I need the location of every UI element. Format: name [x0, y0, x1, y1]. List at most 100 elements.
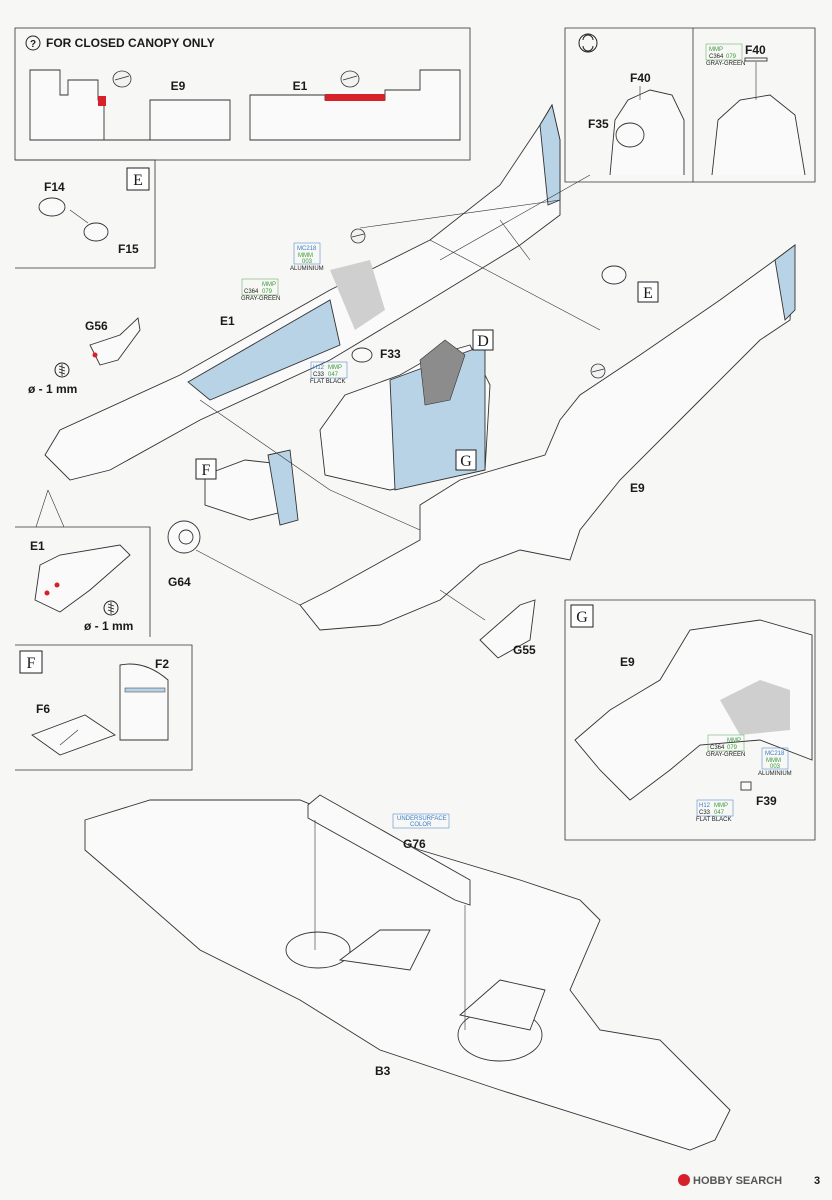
closed-canopy-frame	[14, 27, 471, 161]
svg-text:GRAY-GREEN: GRAY-GREEN	[706, 752, 745, 758]
wing-assembly: B3 G76 UNDERSURFACE COLOR	[84, 794, 731, 1151]
f15-part	[83, 222, 109, 242]
detail-e-f15-label: F15	[118, 242, 139, 256]
svg-text:GRAY-GREEN: GRAY-GREEN	[241, 296, 280, 302]
detail-g-tag-box	[570, 604, 594, 628]
e9-tail-fin	[774, 244, 796, 321]
f40-part	[744, 57, 768, 62]
detail-f-tag: F	[27, 655, 36, 672]
g56-part	[89, 317, 141, 366]
svg-text:FLAT BLACK: FLAT BLACK	[310, 379, 345, 385]
callout-d-box	[472, 329, 494, 351]
rotate-paint-graygreen: MMP C364 079 GRAY-GREEN	[705, 43, 745, 67]
detail-e-tag-box	[126, 167, 150, 191]
drill-icon	[103, 600, 119, 616]
f2-part	[119, 663, 169, 741]
main-g55-label: G55	[513, 643, 536, 657]
wing-g76-label: G76	[403, 837, 426, 851]
main-e1-label: E1	[220, 314, 235, 328]
detail-e-f14-label: F14	[44, 180, 65, 194]
file-icon	[590, 363, 606, 379]
wing-b3-label: B3	[375, 1064, 391, 1078]
callout-g: G	[460, 453, 472, 470]
svg-text:MMP: MMP	[709, 47, 723, 53]
main-e9-label: E9	[630, 481, 645, 495]
svg-text:H12: H12	[313, 365, 325, 371]
svg-text:H12: H12	[699, 803, 711, 809]
svg-text:GRAY-GREEN: GRAY-GREEN	[706, 61, 745, 67]
main-g64-label: G64	[168, 575, 191, 589]
closed-canopy-e9-label: E9	[171, 79, 186, 93]
svg-text:MC218: MC218	[297, 246, 317, 252]
svg-text:C364: C364	[244, 289, 259, 295]
detail-g-e9-label: E9	[620, 655, 635, 669]
main-paint-aluminium: MC218 MMM 003 ALUMINIUM	[290, 242, 324, 272]
b3-wheel-well-left	[285, 931, 351, 969]
file-icon	[112, 70, 132, 88]
wing-paint-underside: UNDERSURFACE COLOR	[392, 813, 450, 829]
main-drill-label: ø - 1 mm	[28, 382, 77, 396]
svg-text:UNDERSURFACE: UNDERSURFACE	[397, 816, 447, 822]
seat-shape	[419, 339, 466, 406]
svg-text:079: 079	[727, 745, 738, 751]
svg-text:003: 003	[770, 764, 781, 770]
detail-g-panel: G E9 F39 MMP C364 079 GRAY-GREEN MC218 M…	[564, 599, 816, 841]
svg-text:MMP: MMP	[262, 282, 276, 288]
detail-g-tag: G	[576, 609, 588, 626]
g-shadow	[720, 680, 790, 735]
detail-e1-drill-label: ø - 1 mm	[84, 619, 133, 633]
e9-red-mark	[98, 96, 106, 106]
file-icon	[350, 228, 366, 244]
e1-drill-point-1	[54, 582, 60, 588]
f14-part	[38, 197, 66, 217]
f2-strip	[124, 687, 166, 693]
svg-text:ALUMINIUM: ALUMINIUM	[758, 771, 792, 777]
svg-text:079: 079	[262, 289, 273, 295]
svg-text:C364: C364	[709, 54, 724, 60]
callout-f: F	[202, 462, 211, 479]
seat-sketch-left	[609, 89, 685, 176]
svg-text:C33: C33	[699, 810, 711, 816]
detail-f-f2-label: F2	[155, 657, 169, 671]
e1-nose-detail	[34, 544, 131, 613]
detail-f-f6-label: F6	[36, 702, 50, 716]
b3-radiator-left	[338, 929, 431, 971]
callout-e-box	[637, 281, 659, 303]
detail-e-tag: E	[133, 172, 143, 189]
svg-text:MMP: MMP	[328, 365, 342, 371]
svg-text:ALUMINIUM: ALUMINIUM	[290, 266, 324, 272]
rotate-f40-label-left: F40	[630, 71, 651, 85]
file-icon	[340, 70, 360, 88]
detail-e-frame	[15, 159, 156, 269]
svg-text:MMM: MMM	[766, 758, 781, 764]
e1-drill-point-2	[44, 590, 50, 596]
g-paint-graygreen: MMP C364 079 GRAY-GREEN	[706, 734, 745, 758]
detail-e1-frame	[15, 526, 151, 637]
rotate-icon	[578, 33, 598, 53]
e1-red-mark	[325, 94, 385, 101]
drill-icon	[54, 362, 70, 378]
detail-g-frame	[564, 599, 816, 841]
b3-lower-wing	[84, 799, 731, 1151]
footer: HOBBY SEARCH 3	[678, 1174, 820, 1187]
f-bulkhead-upright	[267, 449, 299, 526]
detail-f-frame	[15, 644, 193, 771]
svg-text:MMP: MMP	[727, 738, 741, 744]
callout-e: E	[643, 285, 653, 302]
f39-part	[740, 781, 752, 791]
e1-cockpit-sill	[249, 69, 461, 141]
svg-text:MMM: MMM	[298, 253, 313, 259]
callout-f-box	[195, 458, 217, 480]
callout-d: D	[477, 333, 489, 350]
callout-g-box	[455, 449, 477, 471]
detail-rotate-frame	[564, 27, 816, 183]
g-e9-interior	[574, 619, 813, 801]
svg-text:C33: C33	[313, 372, 325, 378]
main-paint-flatblack: H12 MMP C33 047 FLAT BLACK	[310, 361, 348, 385]
svg-text:C364: C364	[710, 745, 725, 751]
closed-canopy-title: FOR CLOSED CANOPY ONLY	[46, 36, 215, 50]
detail-g-f39-label: F39	[756, 794, 777, 808]
detail-f-panel: F F2 F6	[15, 644, 193, 771]
help-icon	[25, 35, 41, 51]
